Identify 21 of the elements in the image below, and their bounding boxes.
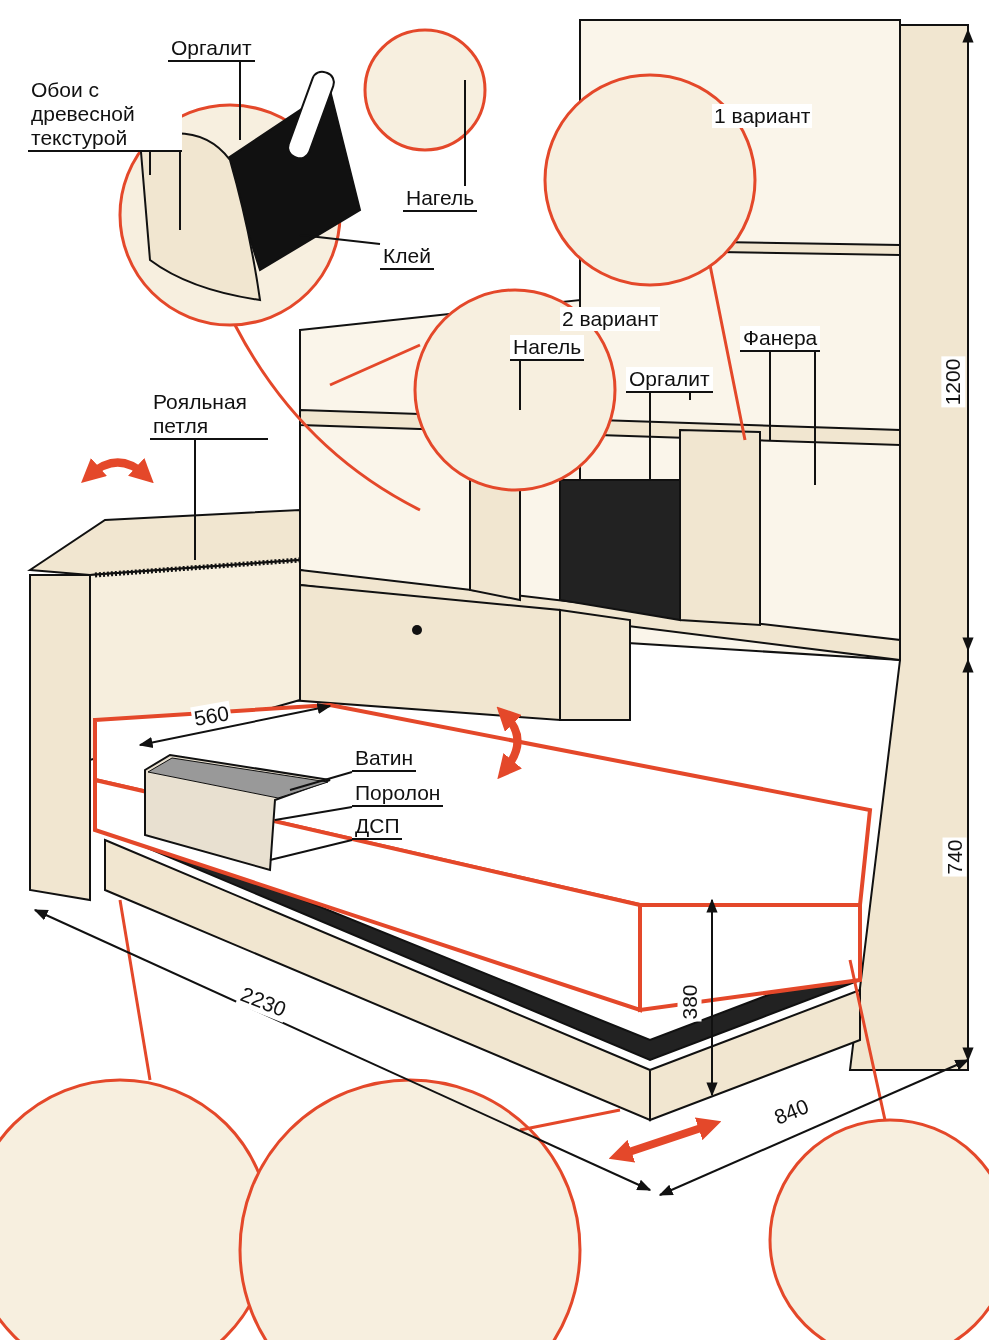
dimension-label: 1200 <box>941 356 966 408</box>
dimension-label: 740 <box>942 837 967 877</box>
leader-line <box>149 151 151 176</box>
leader-line <box>179 151 181 231</box>
leader-line <box>814 351 816 486</box>
leader-line <box>289 771 353 791</box>
leader-line <box>194 439 196 561</box>
leader-line <box>239 61 241 141</box>
part-label: Нагель <box>510 335 585 361</box>
leader-line <box>519 360 521 411</box>
leader-line <box>649 392 651 481</box>
part-label: Фанера <box>740 326 821 352</box>
variant-label: 2 вариант <box>560 307 661 331</box>
dimension-label: 380 <box>677 982 702 1022</box>
leader-line <box>269 839 353 861</box>
leader-line <box>464 79 466 187</box>
leader-line <box>274 806 353 821</box>
variant-label: 1 вариант <box>712 104 813 128</box>
leader-line <box>689 392 691 401</box>
part-label: Оргалит <box>626 367 713 393</box>
leader-line <box>769 351 771 441</box>
